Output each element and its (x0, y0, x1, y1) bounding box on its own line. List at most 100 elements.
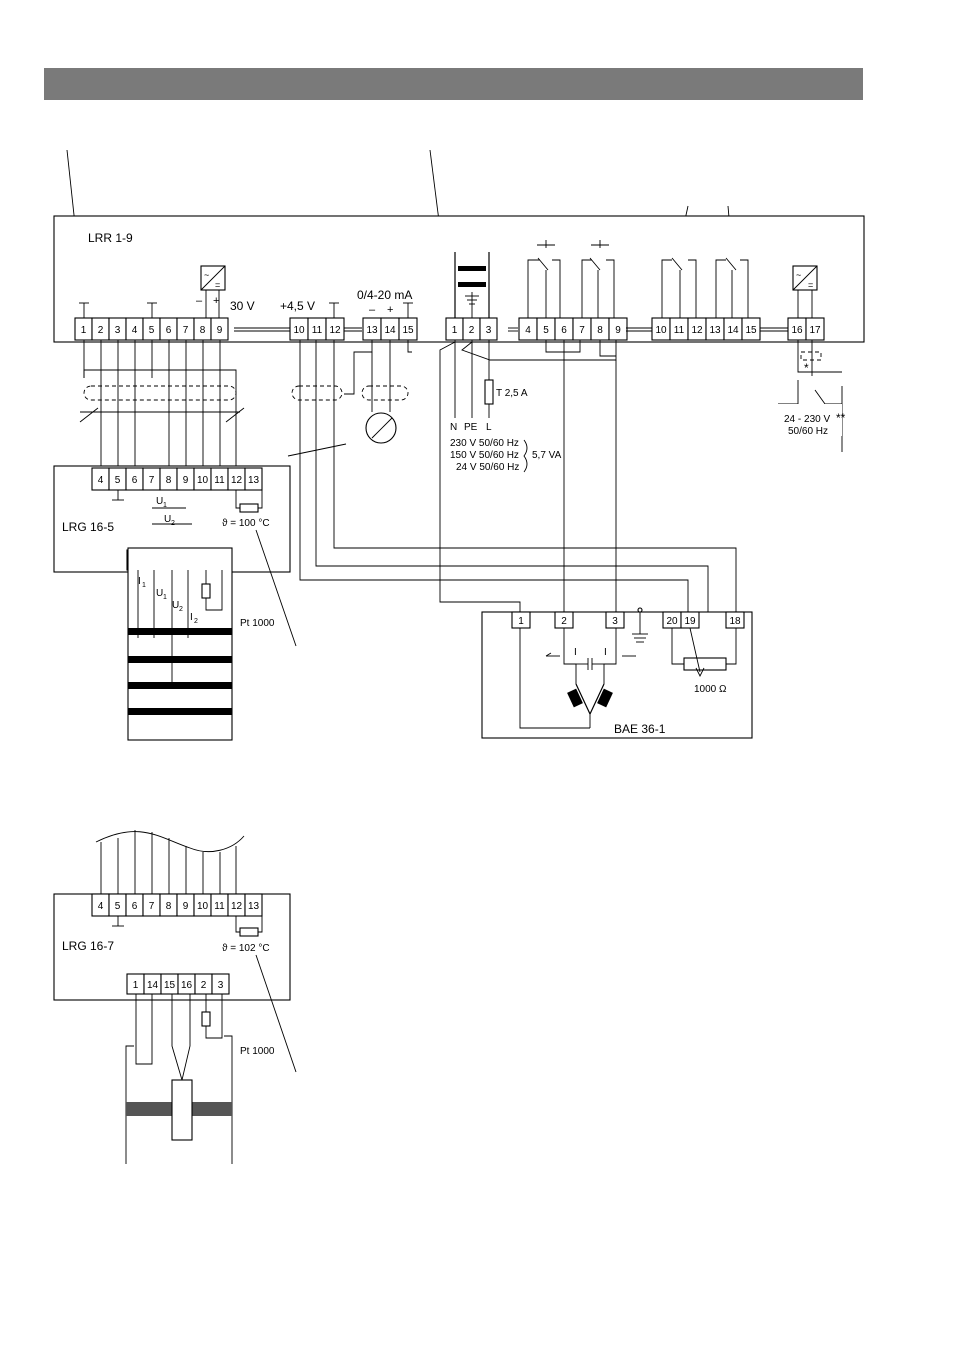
probe-165 (127, 547, 233, 741)
temperature-label: ϑ = 102 °C (222, 943, 270, 954)
terminal-number: 15 (402, 325, 414, 336)
terminal-number: 10 (293, 325, 305, 336)
terminal-number: 4 (525, 325, 531, 336)
terminal-number: 7 (149, 475, 155, 486)
svg-text:I: I (190, 612, 193, 623)
terminal-number: 3 (115, 325, 121, 336)
minus-label: – (196, 295, 203, 307)
terminal-number: 10 (197, 475, 209, 486)
current-range-label: 0/4-20 mA (357, 288, 412, 302)
terminal-number: 1 (133, 980, 139, 991)
mains-wiring (439, 340, 843, 614)
ma-plus-label: + (387, 304, 393, 316)
voltage-30v-label: 30 V (230, 299, 255, 313)
aux-supply-box (778, 404, 842, 436)
terminal-number: 2 (98, 325, 104, 336)
terminal-number: 11 (312, 325, 323, 336)
terminal-number: 17 (809, 325, 821, 336)
terminal-number: 5 (543, 325, 549, 336)
terminal-box (605, 611, 625, 629)
terminal-number: 4 (132, 325, 138, 336)
relay-contacts-icon (527, 240, 615, 318)
supply-brace (523, 439, 528, 473)
bae-label: BAE 36-1 (614, 722, 666, 736)
temp-sensor-icon (239, 503, 259, 513)
terminal-number: 14 (147, 980, 159, 991)
terminal-box (725, 611, 745, 629)
aux-frequency-label: 50/60 Hz (788, 426, 828, 437)
terminal-number: 3 (218, 980, 224, 991)
terminal-number: 6 (132, 475, 138, 486)
leader-line (255, 954, 297, 1073)
resistor-label: 1000 Ω (694, 684, 727, 695)
alarm-contacts-icon (661, 257, 749, 318)
terminal-number: 15 (745, 325, 757, 336)
terminal-number: 4 (98, 901, 104, 912)
terminal-number: 9 (615, 325, 621, 336)
terminal-box (741, 317, 761, 341)
pt1000-label: Pt 1000 (240, 618, 275, 629)
pt1000-label: Pt 1000 (240, 1046, 275, 1057)
svg-text:I: I (604, 647, 607, 658)
terminal-number: 5 (149, 325, 155, 336)
terminal-number: 4 (98, 475, 104, 486)
supply-230v-label: 230 V 50/60 Hz (450, 438, 519, 449)
footnote-double-star: ** (836, 411, 846, 425)
svg-text:2: 2 (179, 606, 183, 613)
terminal-box (211, 973, 230, 995)
terminal-number: 8 (166, 901, 172, 912)
line-label: L (486, 422, 492, 433)
terminal-number: 7 (579, 325, 585, 336)
svg-text:2: 2 (171, 520, 175, 527)
terminal-number: 5 (115, 901, 121, 912)
voltage-45v-label: +4,5 V (280, 299, 315, 313)
svg-text:2: 2 (194, 618, 198, 625)
header-bar (44, 68, 863, 100)
terminal-box (511, 611, 531, 629)
temp-sensor-icon (239, 927, 259, 937)
sensor-cable (79, 340, 245, 472)
leader-line (255, 529, 297, 647)
terminal-number: 13 (248, 901, 260, 912)
svg-text:=: = (808, 280, 813, 290)
terminal-box (805, 317, 825, 341)
power-consumption-label: 5,7 VA (532, 450, 562, 461)
bae-internals (519, 607, 737, 729)
probe-167 (125, 994, 233, 1164)
terminal-number: 13 (248, 475, 260, 486)
terminal-number: 12 (329, 325, 341, 336)
terminal-number: 13 (709, 325, 721, 336)
lrg167-label: LRG 16-7 (62, 939, 114, 953)
u2-label: U (164, 514, 171, 525)
terminal-number: 3 (486, 325, 492, 336)
ma-minus-label: – (369, 304, 376, 316)
lrg167-cable (95, 830, 245, 900)
terminal-number: 7 (149, 901, 155, 912)
terminal-box (325, 317, 345, 341)
signal-cable (287, 340, 737, 614)
svg-text:1: 1 (163, 594, 167, 601)
ammeter-icon (365, 412, 397, 444)
earth-label: PE (464, 422, 478, 433)
transformer-icon (454, 252, 490, 318)
terminal-number: 15 (164, 980, 176, 991)
terminal-number: 8 (166, 475, 172, 486)
terminal-number: 18 (729, 616, 741, 627)
terminal-number: 2 (201, 980, 207, 991)
terminal-number: 7 (183, 325, 189, 336)
terminal-number: 2 (469, 325, 475, 336)
terminal-box (210, 317, 229, 341)
terminal-number: 14 (727, 325, 739, 336)
terminal-number: 6 (166, 325, 172, 336)
terminal-number: 8 (200, 325, 206, 336)
terminal-box (608, 317, 628, 341)
terminal-number: 8 (597, 325, 603, 336)
terminal-number: 9 (183, 901, 189, 912)
svg-text:1: 1 (163, 502, 167, 509)
terminal-number: 5 (115, 475, 121, 486)
